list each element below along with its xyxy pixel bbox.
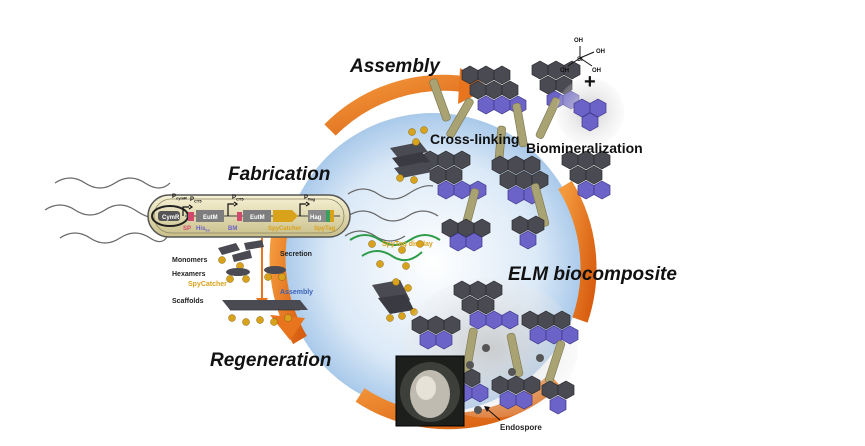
oh-left: OH — [560, 68, 569, 74]
oh-right: OH — [596, 49, 605, 55]
hag-gene — [308, 210, 326, 222]
oh-bottom: OH — [592, 68, 601, 74]
secretion-label: Secretion — [280, 251, 312, 258]
bm-label: BM — [228, 226, 237, 232]
eutm-gene-2 — [243, 210, 271, 222]
endospore-label: Endospore — [500, 423, 542, 432]
fabrication-title: Fabrication — [228, 164, 330, 185]
his-label: His6x — [196, 226, 211, 233]
eutm-gene-1 — [196, 210, 224, 222]
p-ct5-a-label: PCT5 — [190, 197, 202, 204]
plus-sign: + — [584, 71, 596, 93]
p-cymr-label: PcymR — [172, 194, 187, 201]
elm-biocomposite-title: ELM biocomposite — [508, 264, 677, 285]
biomineralization-label: Biomineralization — [526, 140, 643, 156]
silicon-atom: Si — [577, 57, 583, 63]
regeneration-arrowhead — [270, 315, 305, 340]
sp-label: SP — [183, 226, 191, 232]
elm-cluster — [411, 280, 579, 415]
material-photo — [395, 355, 465, 427]
flagella — [44, 177, 439, 244]
sp-segment — [188, 212, 194, 221]
elm-arrow-segment — [558, 180, 597, 323]
cymr-gene — [158, 211, 180, 221]
promoter-glyphs — [182, 201, 311, 216]
spytag-display-label: SpyTag display — [382, 241, 433, 248]
eutm-2-label: EutM — [250, 215, 265, 221]
silicic-acid-structure — [567, 46, 595, 67]
cross-linking-label: Cross-linking — [430, 131, 519, 147]
scaffold-icons — [222, 300, 308, 326]
cymr-label: CymR — [162, 215, 180, 221]
regeneration-title: Regeneration — [210, 350, 331, 371]
spycatcher-label: SpyCatcher — [268, 226, 302, 232]
floating-scaffold — [372, 278, 418, 322]
monomer-icons — [218, 240, 264, 270]
endospore-pointer — [485, 407, 501, 421]
monomers-label: Monomers — [172, 257, 208, 264]
hexamers-label: Hexamers — [172, 271, 206, 278]
spytag-flagellum — [349, 234, 441, 246]
oh-top: OH — [574, 38, 583, 44]
legend-spycatcher-label: SpyCatcher — [188, 281, 227, 288]
spycatcher-gene — [273, 210, 298, 222]
hexamer-stack — [390, 126, 432, 184]
assembly-arrow-segment — [324, 74, 472, 136]
hag-label: Hag — [310, 215, 322, 221]
p-flag-label: Pflag — [304, 195, 316, 202]
assembly-title: Assembly — [349, 56, 441, 77]
eutm-1-label: EutM — [203, 215, 218, 221]
scaffolds-label: Scaffolds — [172, 298, 204, 305]
legend-assembly-label: Assembly — [280, 289, 313, 296]
p-ct5-b-label: PCT5 — [232, 195, 244, 202]
spytag-label: SpyTag — [314, 226, 336, 232]
hexamer-icons — [226, 266, 286, 283]
